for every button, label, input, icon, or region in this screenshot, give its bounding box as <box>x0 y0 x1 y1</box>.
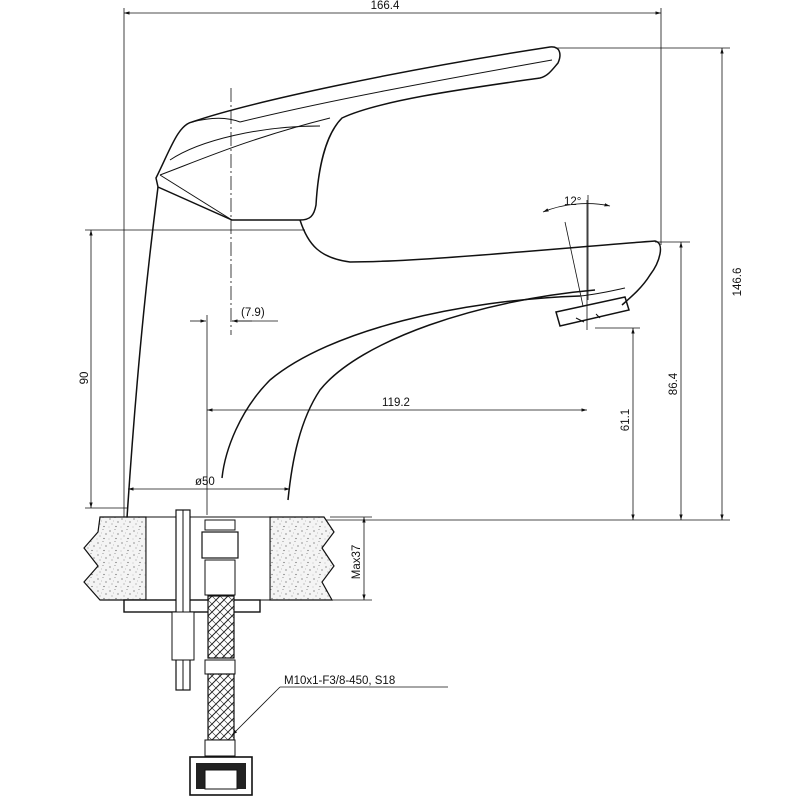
threaded-stud <box>171 509 195 691</box>
fixing-plate <box>123 599 261 613</box>
handle-lever <box>155 46 561 221</box>
body-left-edge <box>126 186 159 519</box>
flexible-hose <box>189 519 253 796</box>
faucet-outline <box>126 46 662 519</box>
dim-outlet-clearance: 61.1 <box>620 409 632 431</box>
dim-outlet-height: 86.4 <box>668 372 680 395</box>
dim-max-counter: Max37 <box>351 545 363 580</box>
spout-top <box>299 219 662 306</box>
dim-offset: (7.9) <box>241 307 265 319</box>
dim-base-diameter: ø50 <box>195 476 215 488</box>
countertop-right <box>269 516 335 601</box>
dim-tilt-angle: 12° <box>564 196 581 208</box>
hose-spec-leader <box>231 686 448 736</box>
spout-underside <box>221 295 581 479</box>
hose-spec-label: M10x1-F3/8-450, S18 <box>284 675 395 687</box>
dim-overall-height: 146.6 <box>732 268 744 297</box>
dim-overall-width: 166.4 <box>371 0 400 12</box>
dim-spout-reach: 119.2 <box>382 397 410 409</box>
aerator <box>555 296 630 327</box>
dim-spout-height: 90 <box>79 372 91 385</box>
countertop-left <box>83 516 147 601</box>
